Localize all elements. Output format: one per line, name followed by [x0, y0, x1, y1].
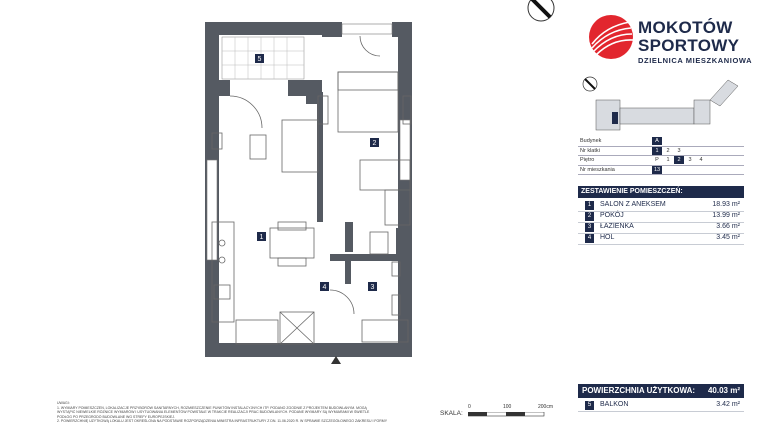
brand-name-line1: MOKOTÓW: [638, 18, 733, 37]
scale-ruler: [468, 412, 545, 417]
room-name: ŁAZIENKA: [600, 223, 634, 230]
room-label-1: 1: [260, 234, 264, 241]
room-label-2: 2: [373, 140, 377, 147]
info-row: Budynek A: [578, 137, 744, 147]
info-cell: A: [652, 137, 662, 145]
info-row-label: Piętro: [580, 157, 595, 164]
info-cell: 3: [677, 147, 681, 154]
notes-line: 2. POWIERZCHNIĘ UŻYTKOWĄ LOKALU JEST OKR…: [57, 419, 388, 424]
info-panel: MOKOTÓW SPORTOWY DZIELNICA MIESZKANIOWA …: [578, 0, 752, 428]
info-cell: 13: [652, 165, 662, 174]
info-row-label: Nr klatki: [580, 147, 600, 154]
room-number: 1: [585, 201, 594, 210]
total-area-bar: POWIERZCHNIA UŻYTKOWA: 40.03 m²: [578, 384, 744, 398]
info-cell: P: [655, 157, 659, 164]
room-name: HOL: [600, 234, 615, 241]
room-row: 4 HOL 3.45 m²: [578, 233, 744, 245]
info-row: Nr mieszkania 13: [578, 165, 744, 176]
floor-plan: 5 1 2 4 3: [205, 0, 555, 364]
room-label-5: 5: [258, 56, 262, 63]
entrance-arrow-icon: [331, 356, 341, 364]
room-row: 1 SALON Z ANEKSEM 18.93 m²: [578, 200, 744, 212]
room-area: 13.99 m²: [712, 212, 740, 219]
room-row: 2 POKÓJ 13.99 m²: [578, 211, 744, 223]
room-area: 3.45 m²: [716, 234, 740, 241]
scale-label: SKALA:: [440, 410, 463, 417]
room-number: 2: [585, 212, 594, 221]
room-label-4: 4: [323, 284, 327, 291]
info-row-label: Nr mieszkania: [580, 166, 615, 173]
notes-line: 1. WYMIARY POMIESZCZEŃ, LOKALIZACJE PRZY…: [57, 405, 367, 410]
balcony-area: 3.42 m²: [716, 401, 740, 408]
info-cell: 4: [699, 157, 703, 164]
balcony-number: 5: [585, 401, 594, 410]
brand-name-line2: SPORTOWY: [638, 36, 740, 55]
notes: UWAGI: 1. WYMIARY POMIESZCZEŃ, LOKALIZAC…: [57, 401, 437, 424]
brand-logo: MOKOTÓW SPORTOWY DZIELNICA MIESZKANIOWA: [588, 12, 752, 70]
notes-title: UWAGI:: [57, 401, 70, 405]
room-number: 3: [585, 223, 594, 232]
keyplan-compass-icon: [582, 76, 598, 92]
scale-tick: 0: [468, 404, 471, 410]
room-number: 4: [585, 234, 594, 243]
notes-line: WYSTĄPIĆ NIEWIELKIE RÓŻNICE WYMIARÓW I U…: [57, 410, 370, 415]
rooms-header: ZESTAWIENIE POMIESZCZEŃ:: [578, 186, 744, 198]
balcony-name: BALKON: [600, 401, 629, 408]
info-cell: 2: [666, 147, 670, 154]
info-cell: 2: [674, 156, 684, 165]
info-cell: 1: [666, 157, 670, 164]
brand-logo-icon: [589, 15, 634, 59]
room-row: 3 ŁAZIENKA 3.66 m²: [578, 222, 744, 234]
notes-line: PODŁÓG PO PRZEGRODÓ BUDOWLANE WG STREFY …: [57, 414, 175, 419]
room-area: 18.93 m²: [712, 201, 740, 208]
key-plan: [582, 76, 739, 131]
room-label-3: 3: [371, 284, 375, 291]
info-row-label: Budynek: [580, 138, 602, 144]
scale-tick: 200cm: [538, 404, 554, 410]
info-cell: 3: [688, 157, 692, 164]
compass-icon: [527, 0, 555, 22]
total-area-label: POWIERZCHNIA UŻYTKOWA:: [582, 386, 696, 395]
scale-bar: SKALA: 0 100 200cm: [440, 404, 558, 420]
total-area-value: 40.03 m²: [707, 386, 740, 395]
room-name: SALON Z ANEKSEM: [600, 201, 666, 208]
balcony-row: 5 BALKON 3.42 m²: [578, 400, 744, 412]
scale-tick: 100: [503, 404, 512, 410]
room-name: POKÓJ: [600, 212, 624, 219]
brand-subtitle: DZIELNICA MIESZKANIOWA: [638, 56, 753, 65]
info-cell: 1: [652, 146, 662, 155]
room-area: 3.66 m²: [716, 223, 740, 230]
